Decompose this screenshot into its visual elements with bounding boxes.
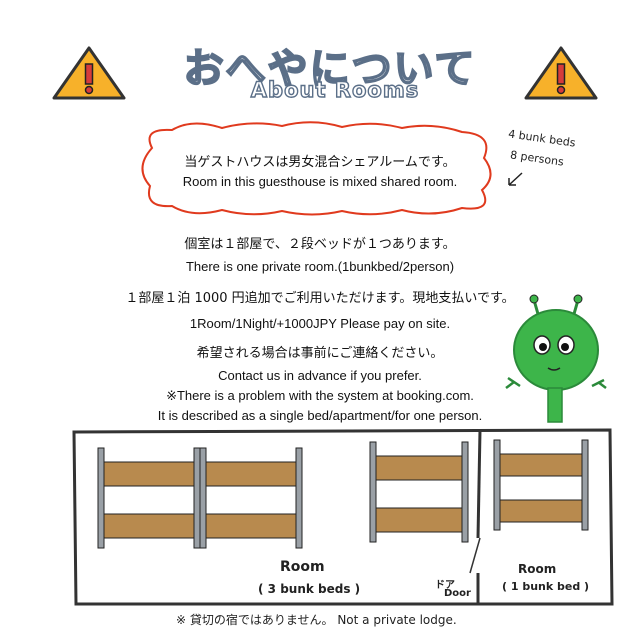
bunk-bed-2: [199, 447, 303, 549]
arrow-icon: [508, 172, 523, 186]
warning-icon-left: [52, 46, 126, 100]
warning-icon-right: [524, 46, 598, 100]
side-note-beds: 4 bunk beds: [507, 127, 577, 150]
private-room-sub-label: ( 1 bunk bed ): [502, 580, 590, 593]
contact-jp: 希望される場合は事前にご連絡ください。: [196, 346, 444, 361]
room-label: Room: [280, 559, 325, 575]
speech-bubble: [141, 121, 492, 216]
floor-plan: [72, 428, 614, 606]
bunk-bed-1: [97, 447, 201, 549]
private-bunk-bed: [493, 439, 589, 531]
described-note: It is described as a single bed/apartmen…: [157, 408, 483, 423]
bubble-text-en: Room in this guesthouse is mixed shared …: [182, 174, 458, 189]
room-sub-label: ( 3 bunk beds ): [258, 582, 361, 596]
price-en: 1Room/1Night/+1000JPY Please pay on site…: [189, 316, 451, 331]
page-title-en: About Rooms: [250, 77, 420, 102]
door-label-en: Door: [444, 588, 471, 599]
bubble-text-jp: 当ゲストハウスは男女混合シェアルームです。: [184, 155, 456, 170]
footer-note: ※ 貸切の宿ではありません。 Not a private lodge.: [176, 613, 457, 627]
price-jp: １部屋１泊 1000 円追加でご利用いただけます。現地支払いです。: [125, 291, 515, 306]
contact-en: Contact us in advance if you prefer.: [218, 368, 422, 383]
bunk-bed-3: [369, 441, 469, 543]
door-label-jp: ドア: [435, 580, 455, 591]
problem-note: ※There is a problem with the system at b…: [166, 388, 474, 403]
private-room-label: Room: [518, 562, 557, 576]
alien-character: [505, 294, 607, 423]
private-room-en: There is one private room.(1bunkbed/2per…: [185, 259, 455, 274]
page-title-jp: おへやについて: [183, 45, 477, 93]
private-room-jp: 個室は１部屋で、２段ベッドが１つあります。: [184, 237, 456, 252]
